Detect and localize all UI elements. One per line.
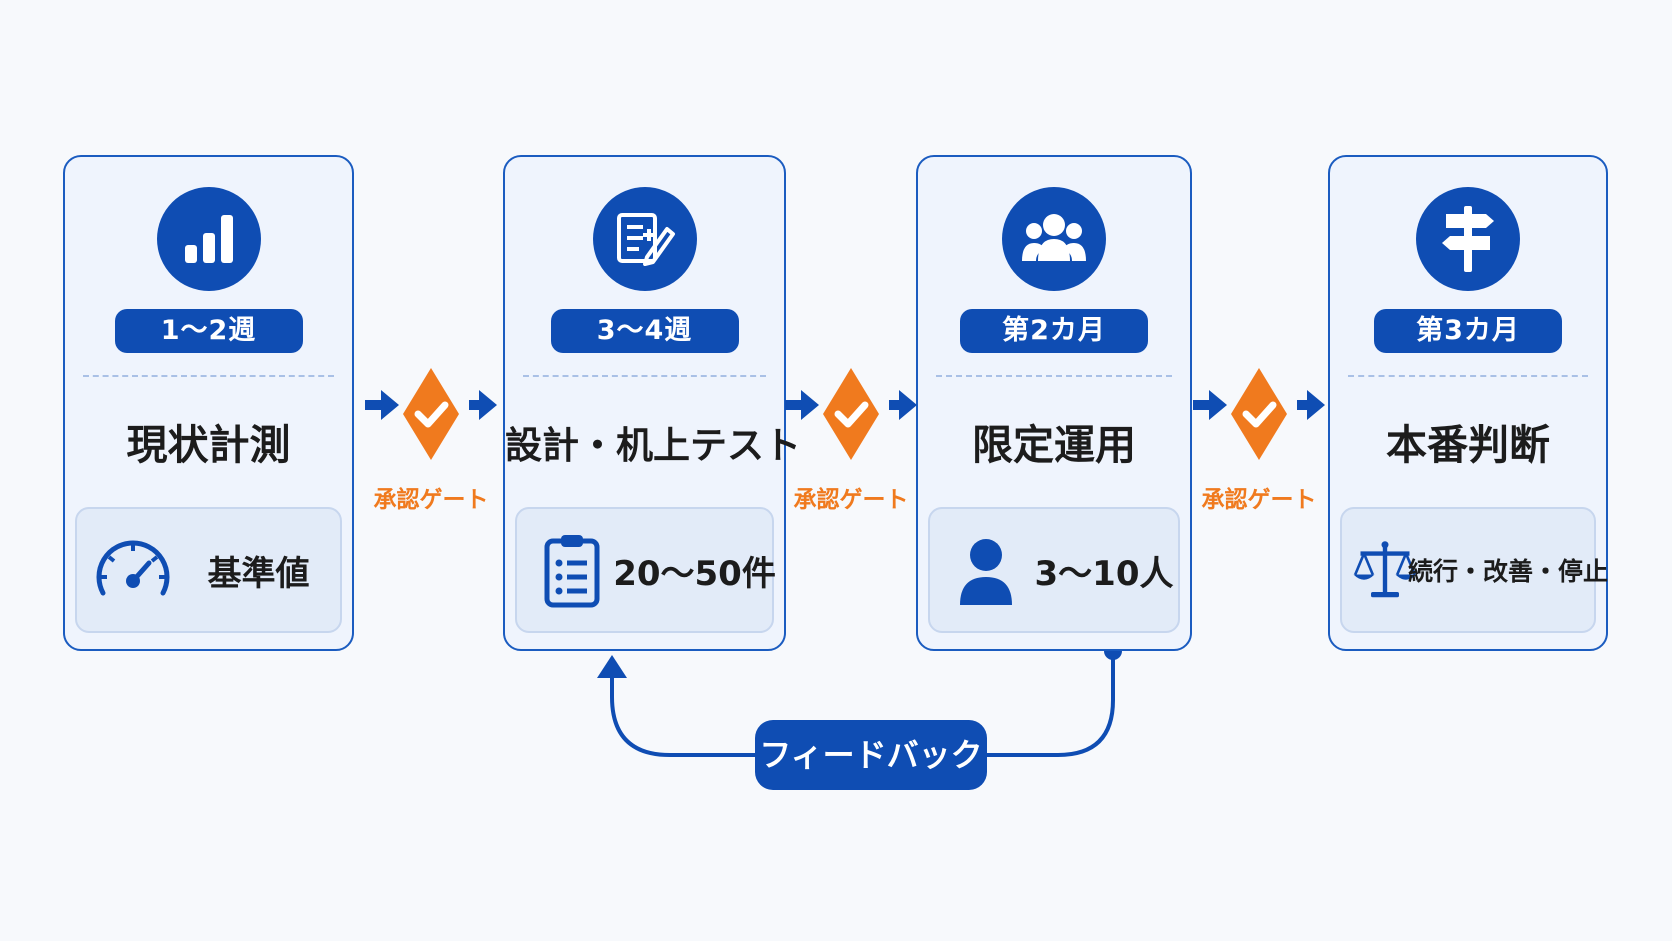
gate-label: 承認ゲート: [793, 487, 909, 513]
phase-card-1: 1〜2週 現状計測 基準値: [63, 155, 354, 651]
phase-period: 3〜4週: [550, 309, 739, 353]
approval-gate-2: 承認ゲート: [785, 368, 917, 516]
phase-card-3: 第2カ月 限定運用 3〜10人: [916, 155, 1192, 651]
gate-label: 承認ゲート: [1201, 487, 1317, 513]
phase-detail-box: 3〜10人: [928, 507, 1180, 633]
approval-gate-3: 承認ゲート: [1193, 368, 1325, 516]
feedback-label: フィードバック: [755, 720, 987, 790]
bar-chart-icon: [156, 187, 261, 291]
phase-title: 設計・机上テスト: [505, 424, 801, 467]
phase-title: 現状計測: [126, 421, 291, 469]
phase-detail-box: 20〜50件: [515, 507, 776, 633]
phase-title: 本番判断: [1386, 421, 1550, 469]
diamond-check-icon: [403, 368, 459, 460]
feedback-arrowhead: [597, 655, 627, 678]
diamond-check-icon: [823, 368, 879, 460]
phase-detail-box: 続行・改善・停止: [1340, 507, 1609, 633]
phase-detail: 続行・改善・停止: [1408, 557, 1609, 586]
phase-detail-box: 基準値: [75, 507, 342, 633]
gate-connector: [785, 368, 917, 460]
diamond-check-icon: [1231, 368, 1287, 460]
phase-detail: 20〜50件: [613, 553, 776, 594]
divider: [523, 375, 766, 377]
signpost-icon: [1416, 187, 1520, 291]
phase-card-2: 3〜4週 設計・机上テスト 20〜50件: [503, 155, 801, 651]
phase-card-4: 第3カ月 本番判断 続行・改善・停止: [1328, 155, 1608, 651]
phase-detail: 基準値: [207, 553, 310, 594]
approval-gate-1: 承認ゲート: [365, 368, 497, 516]
phase-period: 第3カ月: [1374, 309, 1562, 353]
divider: [1348, 375, 1588, 377]
group-icon: [1002, 187, 1106, 291]
gauge-icon: [96, 540, 170, 596]
edit-document-icon: [592, 187, 697, 291]
phase-period: 第2カ月: [960, 309, 1148, 353]
gate-label: 承認ゲート: [373, 487, 489, 513]
divider: [936, 375, 1172, 377]
divider: [83, 375, 334, 377]
phase-period: 1〜2週: [114, 309, 303, 353]
phase-detail: 3〜10人: [1034, 553, 1174, 594]
phase-title: 限定運用: [972, 421, 1136, 469]
balance-scale-icon: [1353, 541, 1417, 598]
gate-connector: [1193, 368, 1325, 460]
gate-connector: [365, 368, 497, 460]
clipboard-list-icon: [544, 535, 600, 608]
person-icon: [960, 539, 1012, 605]
